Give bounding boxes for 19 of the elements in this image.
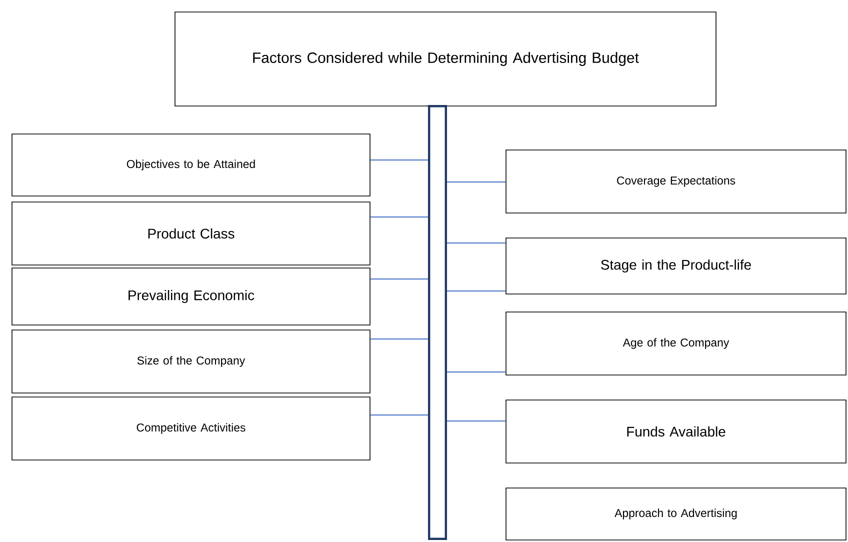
factor-box: Coverage Expectations <box>506 150 846 214</box>
connector-line <box>370 414 428 416</box>
factor-box: Prevailing Economic <box>12 268 370 326</box>
connector-line <box>370 278 428 280</box>
connector-line <box>446 420 506 422</box>
factor-box: Approach to Advertising <box>506 488 846 540</box>
vertical-bar <box>428 105 447 540</box>
factor-box: Objectives to be Attained <box>12 134 370 196</box>
connector-line <box>370 216 428 218</box>
factor-box: Stage in the Product-life <box>506 238 846 294</box>
factor-box: Funds Available <box>506 400 846 464</box>
factor-box: Age of the Company <box>506 312 846 376</box>
connector-line <box>370 338 428 340</box>
factor-box: Competitive Activities <box>12 396 370 460</box>
title-box: Factors Considered while Determining Advertising Budget <box>174 12 716 106</box>
factor-box: Size of the Company <box>12 330 370 394</box>
connector-line <box>446 290 506 292</box>
factor-box: Product Class <box>12 202 370 266</box>
connector-line <box>446 242 506 244</box>
